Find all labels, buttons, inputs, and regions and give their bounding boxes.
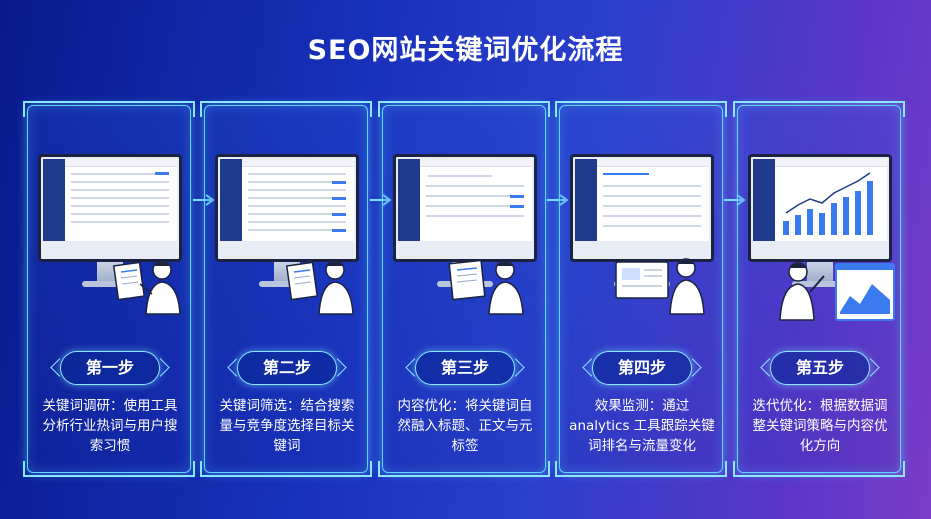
person-holding-document-icon	[448, 259, 524, 315]
step-label-2: 第二步	[237, 351, 337, 385]
page-title: SEO网站关键词优化流程	[307, 35, 624, 66]
step-card-1: 第一步 关键词调研：使用工具分析行业热词与用户搜索习惯	[23, 101, 195, 477]
monitor-5	[748, 154, 892, 262]
arrow-right-icon	[193, 194, 215, 206]
step-card-5: 第五步 迭代优化：根据数据调整关键词策略与内容优化方向	[733, 101, 905, 477]
monitor-3	[393, 154, 537, 262]
person-holding-tablet-icon	[615, 258, 705, 315]
step-card-3: 第三步 内容优化：将关键词自然融入标题、正文与元标签	[378, 101, 550, 477]
person-holding-document-icon	[285, 260, 354, 315]
monitor-4	[570, 154, 714, 262]
arrow-right-icon	[547, 194, 569, 206]
step-label-5: 第五步	[770, 351, 870, 385]
step-card-2: 第二步 关键词筛选：结合搜索量与竞争度选择目标关键词	[200, 101, 372, 477]
step-label-3: 第三步	[415, 351, 515, 385]
person-holding-document-icon	[112, 260, 181, 315]
person-pointing-chart-icon	[779, 262, 895, 321]
step-desc-2: 关键词筛选：结合搜索量与竞争度选择目标关键词	[219, 398, 355, 454]
step-desc-5: 迭代优化：根据数据调整关键词策略与内容优化方向	[752, 398, 888, 454]
step-label-1: 第一步	[60, 351, 160, 385]
arrow-right-icon	[370, 194, 392, 206]
step-card-4: 第四步 效果监测：通过 analytics 工具跟踪关键词排名与流量变化	[555, 101, 727, 477]
step-desc-1: 关键词调研：使用工具分析行业热词与用户搜索习惯	[42, 398, 178, 454]
monitor-1	[38, 154, 182, 262]
bar-chart-icon	[783, 172, 873, 235]
arrow-right-icon	[724, 194, 746, 206]
step-desc-4: 效果监测：通过 analytics 工具跟踪关键词排名与流量变化	[569, 398, 715, 454]
step-label-4: 第四步	[592, 351, 692, 385]
step-desc-3: 内容优化：将关键词自然融入标题、正文与元标签	[397, 398, 533, 454]
monitor-2	[215, 154, 359, 262]
